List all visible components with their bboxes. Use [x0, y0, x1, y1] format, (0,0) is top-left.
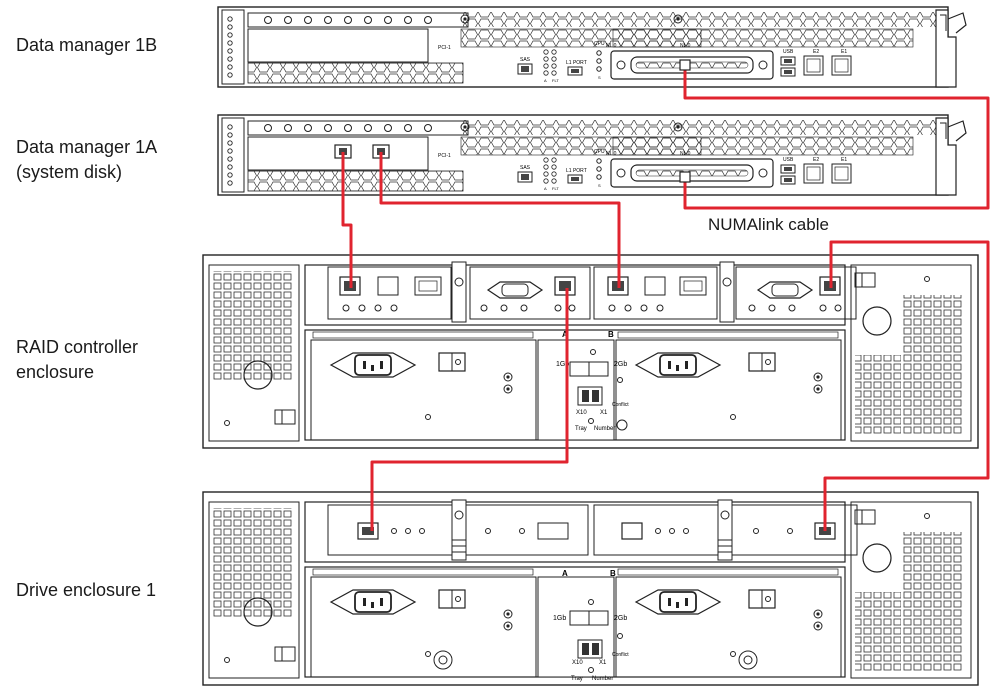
raid-x10: X10: [576, 410, 587, 416]
drive-esm-a: [327, 499, 589, 561]
raid-speed-low: 1Gb: [556, 361, 569, 368]
drive-x10: X10: [572, 660, 583, 666]
raid-conflict: Conflict: [612, 402, 629, 408]
server-labels: NL 0 NL 0: [606, 43, 617, 157]
label-system-disk: (system disk): [16, 162, 123, 182]
label-data-manager-1b: Data manager 1B: [16, 35, 158, 55]
raid-number: Number: [594, 426, 615, 432]
raid-label-b: B: [608, 330, 614, 339]
label-raid-controller: RAID controller: [16, 337, 139, 357]
raid-speed-high: 2Gb: [614, 361, 627, 368]
raid-tray: Tray: [575, 426, 587, 432]
numalink-cable: [683, 65, 990, 210]
drive-conflict: Conflict: [612, 652, 629, 658]
drive-speed-high: 2Gb: [614, 615, 627, 622]
raid-label-a: A: [562, 330, 568, 339]
cable-raid-a-to-drive-a: [370, 288, 569, 531]
cable-dm1a-to-raid-b: [379, 152, 621, 288]
server-nl0-label: NL 0: [606, 43, 617, 49]
label-drive-enclosure-1: Drive enclosure 1: [16, 580, 157, 600]
drive-x1: X1: [599, 660, 607, 666]
drive-tray-panel: A B 1Gb 2Gb X10 X1 Conflict Tray Number: [553, 569, 629, 682]
server-nl0-label-2: NL 0: [606, 151, 617, 157]
drive-esm-b: [593, 499, 858, 561]
drive-speed-low: 1Gb: [553, 615, 566, 622]
raid-x1: X1: [600, 410, 608, 416]
drive-tray: Tray: [571, 676, 583, 682]
label-data-manager-1a: Data manager 1A: [16, 137, 158, 157]
drive-number: Number: [592, 676, 613, 682]
drive-label-a: A: [562, 569, 568, 578]
cables: [341, 65, 990, 531]
raid-tray-panel: A B 1Gb 2Gb X10 X1 Conflict Tray Number: [556, 330, 629, 432]
label-numalink-cable: NUMAlink cable: [708, 215, 829, 234]
label-enclosure: enclosure: [16, 362, 95, 382]
cable-raid-b-to-drive-b: [823, 240, 990, 531]
cable-dm1a-to-raid-a: [341, 152, 353, 288]
drive-label-b: B: [610, 569, 616, 578]
